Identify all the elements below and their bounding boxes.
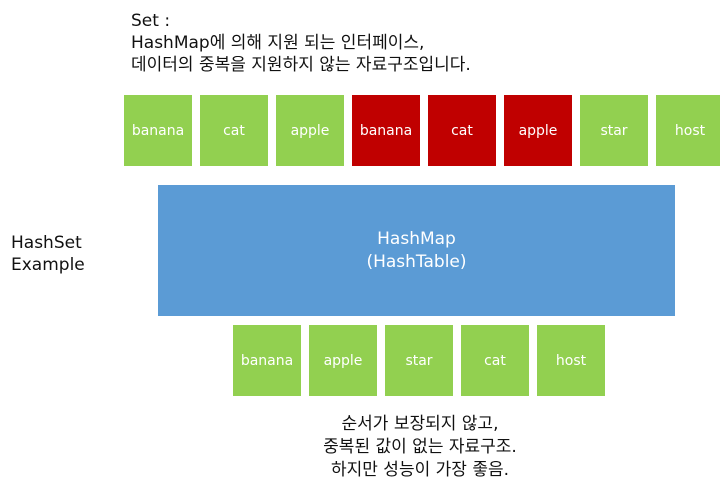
hashset-example-label: HashSet Example — [11, 232, 85, 276]
input-item-cat: cat — [200, 95, 268, 166]
input-item-apple: apple — [276, 95, 344, 166]
output-item-cat: cat — [461, 325, 529, 396]
duplicate-item-cat: cat — [428, 95, 496, 166]
title-line: Set : — [131, 11, 171, 31]
output-item-star: star — [385, 325, 453, 396]
output-item-apple: apple — [309, 325, 377, 396]
duplicate-item-apple: apple — [504, 95, 572, 166]
output-items-row: banana apple star cat host — [233, 325, 605, 396]
duplicate-item-banana: banana — [352, 95, 420, 166]
hashmap-box: HashMap (HashTable) — [158, 185, 675, 316]
input-item-banana: banana — [124, 95, 192, 166]
note-line: 하지만 성능이 가장 좋음. — [330, 460, 509, 480]
title-line: HashMap에 의해 지원 되는 인터페이스, — [131, 33, 425, 53]
output-item-banana: banana — [233, 325, 301, 396]
input-item-star: star — [580, 95, 648, 166]
input-item-host: host — [656, 95, 720, 166]
title-block: Set : HashMap에 의해 지원 되는 인터페이스, 데이터의 중복을 … — [131, 10, 471, 76]
input-items-row: banana cat apple banana cat apple star h… — [124, 95, 720, 166]
note-line: 순서가 보장되지 않고, — [341, 414, 499, 434]
note-line: 중복된 값이 없는 자료구조. — [323, 437, 517, 457]
description-note: 순서가 보장되지 않고, 중복된 값이 없는 자료구조. 하지만 성능이 가장 … — [240, 413, 600, 482]
hashmap-title: HashMap — [377, 228, 456, 249]
side-label-line: Example — [11, 255, 85, 275]
hashmap-subtitle: (HashTable) — [366, 251, 467, 272]
side-label-line: HashSet — [11, 233, 82, 253]
title-line: 데이터의 중복을 지원하지 않는 자료구조입니다. — [131, 55, 471, 75]
output-item-host: host — [537, 325, 605, 396]
